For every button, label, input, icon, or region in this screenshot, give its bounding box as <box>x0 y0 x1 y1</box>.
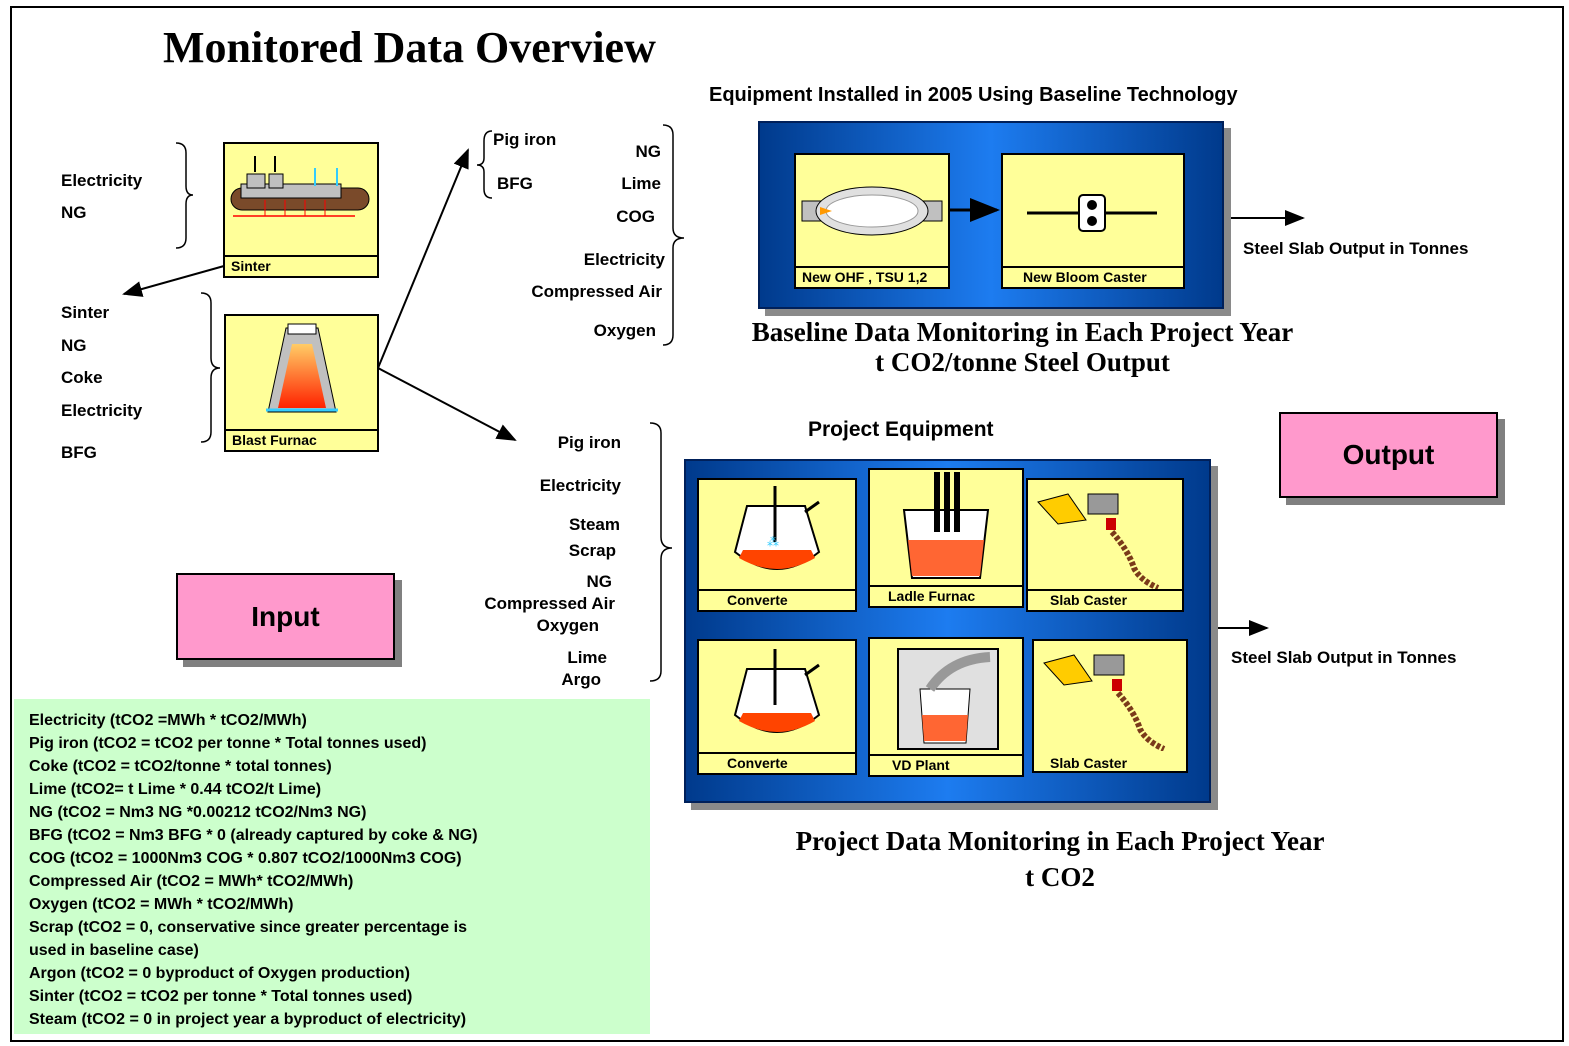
formula-line: COG (tCO2 = 1000Nm3 COG * 0.807 tCO2/100… <box>29 850 462 867</box>
baseline-input-compressed-air: Compressed Air <box>531 282 662 301</box>
output-box: Output <box>1279 412 1498 498</box>
project-input-oxygen: Oxygen <box>536 616 599 635</box>
formula-line: used in baseline case) <box>29 942 199 959</box>
formula-line: Compressed Air (tCO2 = MWh* tCO2/MWh) <box>29 873 354 890</box>
furnace-input-bfg: BFG <box>61 443 97 462</box>
project-output-label: Steel Slab Output in Tonnes <box>1231 648 1457 667</box>
baseline-output-label: Steel Slab Output in Tonnes <box>1243 239 1469 258</box>
project-input-electricity: Electricity <box>539 476 621 495</box>
converter-unit-1: ⁂ Converte <box>697 478 857 612</box>
project-equipment-panel: ⁂ Converte Ladle Furnac Slab Caster Conv <box>684 459 1211 803</box>
open-hearth-furnace-icon <box>801 186 943 236</box>
furnace-output-bfg: BFG <box>497 174 533 193</box>
vd-plant-icon <box>897 648 999 750</box>
formula-line: Steam (tCO2 = 0 in project year a byprod… <box>29 1011 467 1028</box>
baseline-input-lime: Lime <box>621 174 661 193</box>
formula-line: Lime (tCO2= t Lime * 0.44 tCO2/t Lime) <box>29 781 322 798</box>
brace-furnace-outputs <box>476 130 493 199</box>
bloom-caster-unit: New Bloom Caster <box>1001 153 1185 289</box>
project-input-scrap: Scrap <box>568 541 616 560</box>
baseline-caption-line1: Baseline Data Monitoring in Each Project… <box>751 317 1294 347</box>
furnace-input-coke: Coke <box>61 368 103 387</box>
ladle-furnace-icon <box>902 472 990 579</box>
converter-icon <box>733 649 821 733</box>
formula-line: Coke (tCO2 = tCO2/tonne * total tonnes) <box>29 758 332 775</box>
ohf-caption: New OHF , TSU 1,2 <box>796 266 948 287</box>
formula-line: Sinter (tCO2 = tCO2 per tonne * Total to… <box>29 988 413 1005</box>
input-box: Input <box>176 573 395 660</box>
formula-line: Pig iron (tCO2 = tCO2 per tonne * Total … <box>29 735 427 752</box>
converter-unit-2: Converte <box>697 639 857 775</box>
project-header: Project Equipment <box>808 418 994 441</box>
slab-caster-caption-2: Slab Caster <box>1050 755 1128 771</box>
slab-caster-icon <box>1037 493 1160 590</box>
page-title: Monitored Data Overview <box>163 23 656 72</box>
emission-formulas-box: Electricity (tCO2 =MWh * tCO2/MWh) Pig i… <box>14 699 650 1034</box>
converter-caption-1: Converte <box>699 589 855 610</box>
baseline-header: Equipment Installed in 2005 Using Baseli… <box>709 84 1238 106</box>
project-input-compressed-air: Compressed Air <box>484 594 615 613</box>
project-input-pig-iron: Pig iron <box>557 433 621 452</box>
arrow-furnace-to-project <box>377 367 517 441</box>
slab-caster-unit-1: Slab Caster <box>1026 478 1184 612</box>
converter-icon: ⁂ <box>733 486 821 570</box>
blast-furnace-icon <box>266 323 338 413</box>
bloom-caster-icon <box>1027 194 1157 232</box>
sinter-input-ng: NG <box>61 203 87 222</box>
slide-frame <box>10 6 1564 1042</box>
furnace-output-pig-iron: Pig iron <box>493 130 557 149</box>
formula-line: BFG (tCO2 = Nm3 BFG * 0 (already capture… <box>29 827 478 844</box>
sinter-input-electricity: Electricity <box>61 171 143 190</box>
ladle-furnace-caption: Ladle Furnac <box>870 585 1022 606</box>
brace-furnace-inputs <box>200 292 221 443</box>
furnace-input-sinter: Sinter <box>61 303 110 322</box>
slab-caster-caption-1: Slab Caster <box>1028 589 1182 610</box>
arrow-furnace-to-baseline <box>377 148 469 369</box>
brace-baseline-inputs <box>662 124 685 346</box>
baseline-caption-line2: t CO2/tonne Steel Output <box>875 347 1170 377</box>
furnace-input-electricity: Electricity <box>61 401 143 420</box>
brace-project-inputs <box>649 422 673 682</box>
formula-line: Scrap (tCO2 = 0, conservative since grea… <box>29 919 467 936</box>
baseline-input-oxygen: Oxygen <box>593 321 656 340</box>
ohf-unit: New OHF , TSU 1,2 <box>794 153 950 289</box>
slab-caster-icon <box>1043 654 1166 751</box>
brace-sinter-inputs <box>175 142 194 249</box>
project-input-lime: Lime <box>567 648 607 667</box>
formula-line: Argon (tCO2 = 0 byproduct of Oxygen prod… <box>29 965 410 982</box>
blast-furnace-caption: Blast Furnac <box>226 429 377 450</box>
svg-text:⁂: ⁂ <box>767 535 779 549</box>
baseline-caption: Baseline Data Monitoring in Each Project… <box>730 317 1315 377</box>
formula-line: Oxygen (tCO2 = MWh * tCO2/MWh) <box>29 896 294 913</box>
project-caption: Project Data Monitoring in Each Project … <box>740 823 1380 895</box>
baseline-input-electricity: Electricity <box>583 250 665 269</box>
baseline-input-ng: NG <box>635 142 662 161</box>
project-input-steam: Steam <box>568 515 620 534</box>
project-caption-line1: Project Data Monitoring in Each Project … <box>795 826 1325 856</box>
converter-caption-2: Converte <box>699 752 855 773</box>
sinter-caption: Sinter <box>225 255 377 276</box>
sinter-machine-icon <box>230 156 370 217</box>
sinter-unit: Sinter <box>223 142 379 278</box>
slab-caster-unit-2: Slab Caster <box>1032 639 1188 773</box>
project-input-argo: Argo <box>561 670 601 689</box>
project-caption-line2: t CO2 <box>1025 862 1095 892</box>
ladle-furnace-unit: Ladle Furnac <box>868 468 1024 608</box>
formula-line: NG (tCO2 = Nm3 NG *0.00212 tCO2/Nm3 NG) <box>29 804 367 821</box>
arrow-sinter-to-furnace <box>122 265 225 297</box>
vd-plant-unit: VD Plant <box>868 637 1024 777</box>
baseline-equipment-panel: New OHF , TSU 1,2 New Bloom Caster <box>758 121 1224 309</box>
project-input-ng: NG <box>586 572 613 591</box>
baseline-input-cog: COG <box>616 207 655 226</box>
bloom-caster-caption: New Bloom Caster <box>1003 266 1183 287</box>
formula-line: Electricity (tCO2 =MWh * tCO2/MWh) <box>29 712 307 729</box>
vd-plant-caption: VD Plant <box>870 754 1022 775</box>
blast-furnace-unit: Blast Furnac <box>224 314 379 452</box>
furnace-input-ng: NG <box>61 336 87 355</box>
